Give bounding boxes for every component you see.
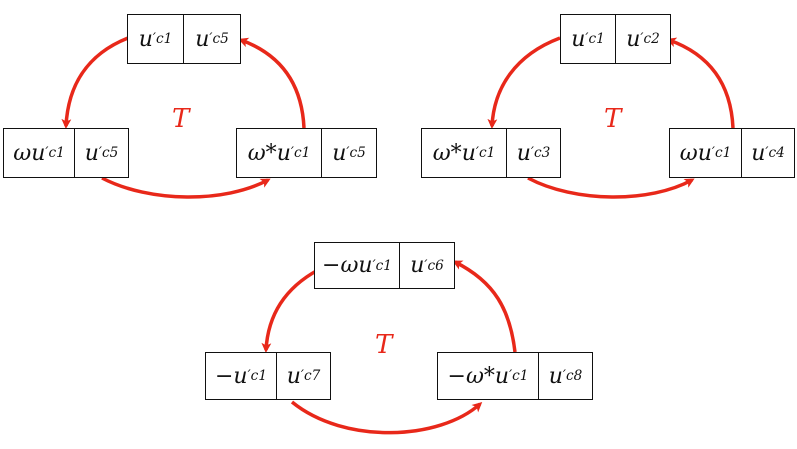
index: 1 (258, 368, 267, 384)
cycle2-arrow-right-to-top (666, 37, 735, 129)
cycle2-operator-label: T (604, 104, 622, 134)
coefficient: ω (679, 140, 698, 166)
coefficient: −ω (322, 253, 359, 278)
cycle1-arrow-right-to-top (238, 37, 306, 129)
coefficient: ω (13, 140, 32, 166)
index: 8 (573, 368, 583, 384)
coefficient: ω* (432, 140, 462, 166)
index: 3 (541, 145, 551, 161)
index: 6 (435, 257, 444, 274)
index: 2 (651, 31, 660, 47)
cycle2-arrow-left-to-right (527, 176, 695, 199)
cycle3-arrow-right-to-top (452, 260, 517, 353)
index: 1 (163, 31, 173, 47)
index: 7 (311, 368, 321, 384)
index: 1 (301, 145, 311, 161)
cycle3-operator-label: T (375, 330, 393, 360)
coefficient: −ω* (447, 363, 495, 389)
cycle3-arrow-left-to-right (290, 400, 483, 435)
index: 5 (220, 31, 229, 47)
index: 1 (383, 257, 392, 274)
cycle1-arrow-top-to-left (61, 36, 129, 129)
index: 1 (56, 145, 65, 161)
index: 5 (357, 145, 366, 161)
coefficient: ω* (247, 140, 277, 166)
index: 1 (486, 145, 496, 161)
cycle3-arrow-top-to-left (261, 268, 319, 353)
cycle2-arrow-top-to-left (487, 36, 561, 129)
index: 1 (722, 145, 732, 161)
coefficient: − (214, 363, 234, 389)
index: 1 (596, 31, 605, 47)
cycle1-arrow-left-to-right (101, 176, 271, 199)
cycle1-operator-label: T (172, 104, 190, 134)
index: 1 (519, 368, 529, 384)
index: 5 (109, 145, 119, 161)
index: 4 (776, 145, 785, 161)
